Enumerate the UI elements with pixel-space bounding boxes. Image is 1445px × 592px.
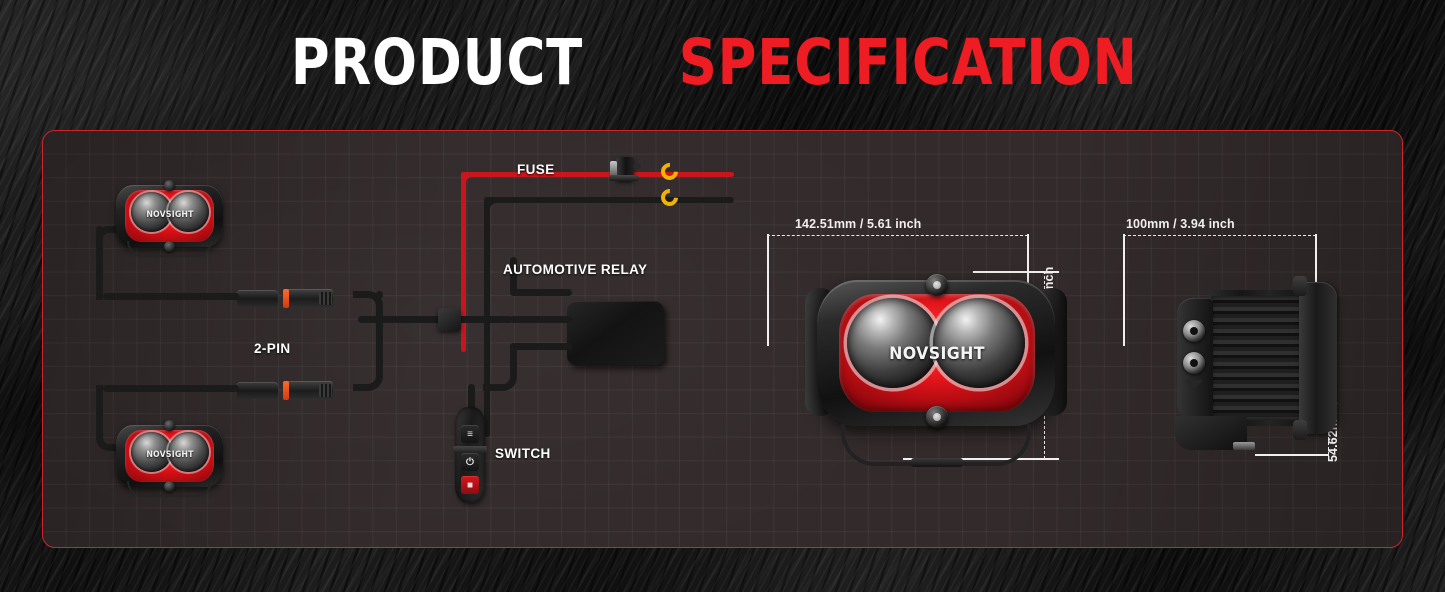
wire-harness-trunk [358, 316, 513, 323]
wire-branch-up-elbow [353, 291, 383, 323]
harness-splitter [438, 308, 461, 331]
ext-line-side-bottom [1255, 454, 1329, 456]
wire-pod-top-run [103, 293, 239, 300]
switch-strobe-button[interactable]: ■ [461, 476, 479, 494]
connector-pair-bottom [237, 381, 333, 400]
ext-line-side-left [1123, 234, 1125, 346]
led-pod-top: NOVSIGHT [110, 179, 229, 257]
ext-line-front-top [973, 271, 1059, 273]
connector-male-bottom [237, 382, 278, 399]
fuse-tab-right [633, 164, 641, 169]
connector-pair-top [237, 289, 333, 308]
connector-clip-bottom [283, 381, 289, 400]
wire-relay-feed-top [510, 289, 572, 296]
label-2pin: 2-PIN [254, 341, 291, 356]
wire-pod-top-lead [96, 226, 103, 238]
product-front-view: NOVSIGHT [805, 272, 1067, 472]
pod-brand-logo-top: NOVSIGHT [146, 210, 194, 220]
led-pod-bottom: NOVSIGHT [110, 419, 229, 497]
product-front-lens-left [847, 298, 939, 388]
label-switch: SWITCH [495, 446, 551, 461]
dim-label-side-width: 100mm / 3.94 inch [1126, 217, 1235, 231]
wire-red-corner [461, 172, 483, 194]
wire-relay-top-riser [510, 257, 517, 293]
wire-black-corner [484, 197, 508, 221]
product-side-bolt-lower [1183, 352, 1205, 374]
product-side-heat-fins [1211, 296, 1311, 420]
product-side-chevron [1185, 380, 1203, 390]
pod-screw-upper-bottom [164, 420, 175, 431]
product-side-foot-tab [1233, 442, 1255, 450]
wire-black-top-run [484, 197, 734, 203]
product-side-view [1171, 276, 1356, 461]
wire-pod-bottom-elbow [96, 385, 122, 451]
wire-red-to-terminal [641, 172, 734, 177]
switch-power-button[interactable]: ⏻ [461, 453, 479, 471]
switch-unit[interactable]: ≡ ⏻ ■ [453, 407, 487, 503]
switch-collar [453, 446, 487, 453]
title-part-specification: SPECIFICATION [678, 26, 1138, 99]
dim-line-side-width [1123, 235, 1316, 236]
ext-line-front-left [767, 234, 769, 346]
wire-red-top-run [461, 172, 661, 177]
label-relay: AUTOMOTIVE RELAY [503, 262, 648, 277]
product-side-bolt-upper [1183, 320, 1205, 342]
connector-rib-bottom [319, 384, 332, 397]
product-front-lens-right [933, 298, 1025, 388]
fuse-holder [607, 157, 641, 183]
connector-clip-top [283, 289, 289, 308]
connector-male-top [237, 290, 278, 307]
wire-relay-feed-bottom [510, 343, 572, 350]
pod-screw-upper-top [164, 180, 175, 191]
connector-rib-top [319, 292, 332, 305]
wire-branch-up [376, 291, 383, 299]
switch-mode-button[interactable]: ≡ [461, 425, 479, 443]
pod-lens-left-top [131, 192, 172, 232]
wire-pod-bottom-run [103, 385, 239, 392]
front-view-group: 142.51mm / 5.61 inch 97.16mm / 3.82 inch… [43, 131, 1402, 547]
ext-line-front-bottom [903, 458, 1059, 460]
pod-lens-left-bottom [131, 432, 172, 472]
pod-lens-right-bottom [168, 432, 209, 472]
wire-branch-down-elbow [353, 316, 383, 391]
pod-brand-logo-bottom: NOVSIGHT [146, 450, 194, 460]
fuse-blade-left [610, 161, 617, 177]
product-side-cap-lip-bottom [1293, 420, 1307, 440]
product-side-cap-lip-top [1293, 276, 1307, 296]
wire-switch-elbow [483, 361, 517, 391]
product-side-front-cap [1299, 282, 1337, 434]
product-front-brand-logo: NOVSIGHT [889, 344, 985, 364]
product-front-screw-bottom [926, 406, 948, 428]
wire-pod-top-elbow [96, 226, 122, 300]
wire-red-vertical [461, 172, 466, 352]
product-front-screw-top [926, 274, 948, 296]
wire-switch-lead [468, 384, 475, 412]
dim-label-front-width: 142.51mm / 5.61 inch [795, 217, 922, 231]
label-fuse: FUSE [517, 162, 555, 177]
wiring-diagram: NOVSIGHT NOVSIGHT [43, 131, 1402, 547]
dim-line-front-width [767, 235, 1028, 236]
pod-screw-lower-bottom [164, 481, 175, 492]
fuse-base [609, 175, 639, 181]
pod-lens-right-top [168, 192, 209, 232]
specification-panel: NOVSIGHT NOVSIGHT [42, 130, 1403, 548]
pod-screw-lower-top [164, 241, 175, 252]
wire-relay-feed-mid [510, 316, 572, 323]
title-part-product: PRODUCT [291, 26, 584, 99]
side-view-group: 100mm / 3.94 inch 54.62mm / 2.15 inch [43, 131, 1402, 547]
automotive-relay-box [567, 301, 664, 365]
product-front-foot [911, 458, 963, 467]
